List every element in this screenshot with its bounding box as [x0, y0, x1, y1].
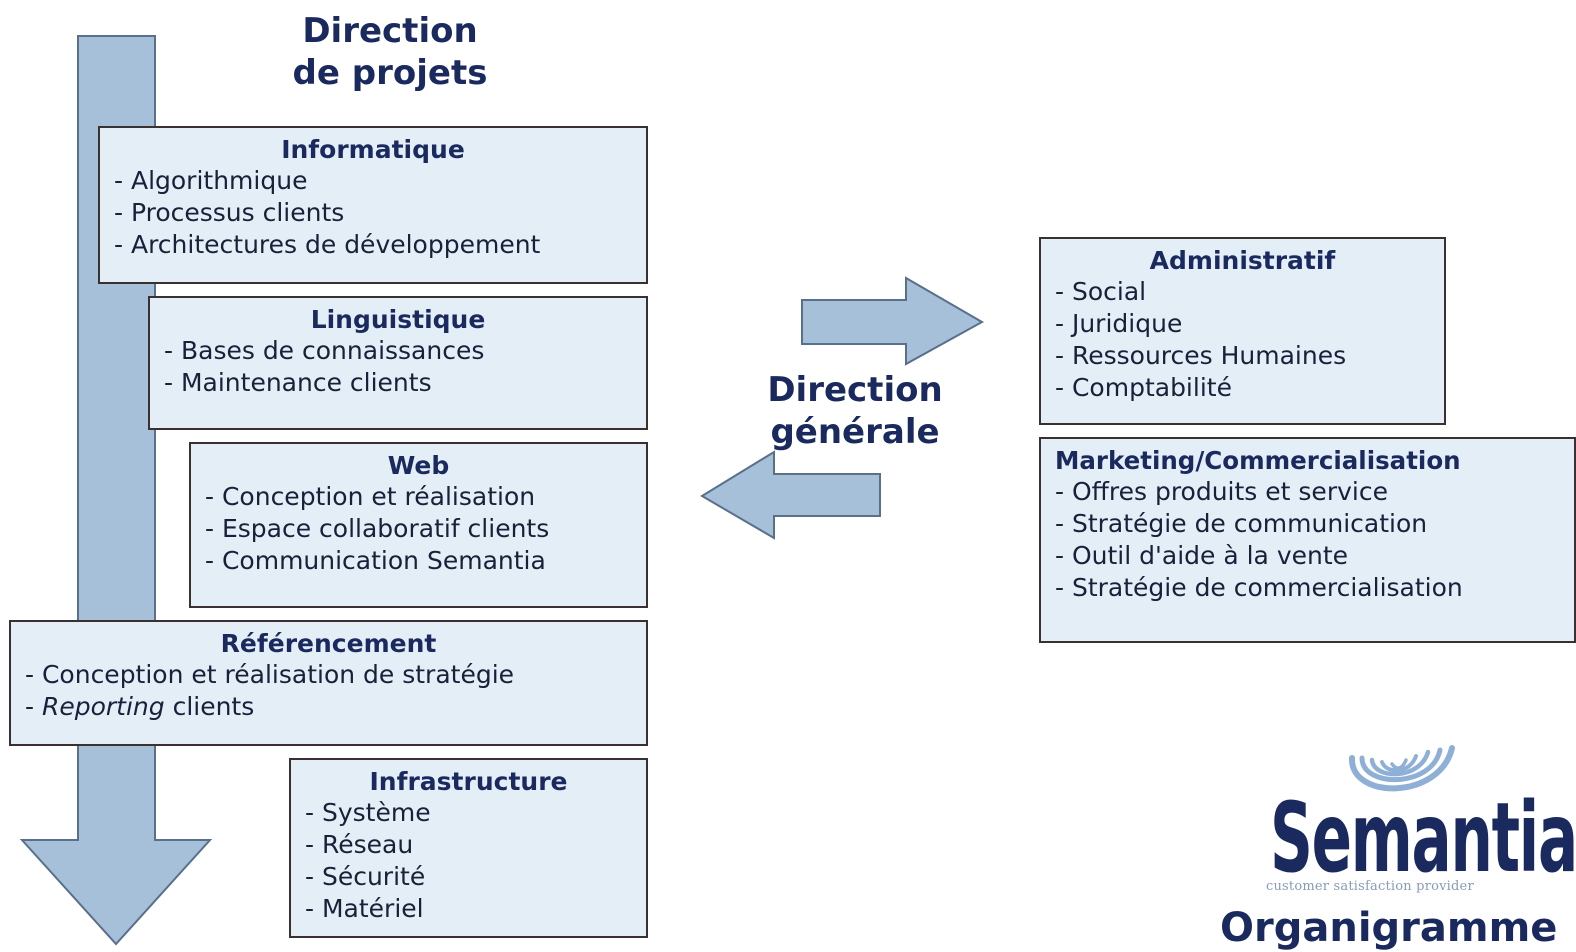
marketing-item: - Stratégie de communication: [1055, 509, 1428, 538]
administratif-box: Administratif - Social - Juridique - Res…: [1039, 237, 1446, 425]
informatique-item: - Processus clients: [114, 198, 345, 227]
informatique-item: - Architectures de développement: [114, 230, 541, 259]
web-item: - Communication Semantia: [205, 546, 546, 575]
infrastructure-item: - Matériel: [305, 894, 424, 923]
web-item: - Conception et réalisation: [205, 482, 536, 511]
linguistique-box: Linguistique - Bases de connaissances - …: [148, 296, 648, 430]
direction-generale-line1: Direction: [767, 370, 943, 410]
infrastructure-title: Infrastructure: [369, 767, 568, 796]
web-box: Web - Conception et réalisation - Espace…: [189, 442, 648, 608]
referencement-box: Référencement - Conception et réalisatio…: [9, 620, 648, 746]
informatique-item: - Algorithmique: [114, 166, 308, 195]
direction-projets-line1: Direction: [302, 11, 478, 51]
direction-generale-title: Direction générale: [730, 369, 980, 453]
right-arrow: [801, 276, 985, 366]
referencement-item: - Conception et réalisation de stratégie: [25, 660, 515, 689]
organigramme-title: Organigramme: [1220, 905, 1558, 951]
web-item: - Espace collaboratif clients: [205, 514, 550, 543]
linguistique-item: - Maintenance clients: [164, 368, 432, 397]
marketing-title: Marketing/Commercialisation: [1055, 446, 1461, 475]
reporting-prefix: -: [25, 692, 42, 721]
linguistique-title: Linguistique: [310, 305, 486, 334]
informatique-box: Informatique - Algorithmique - Processus…: [98, 126, 648, 284]
direction-projets-line2: de projets: [292, 53, 488, 93]
web-title: Web: [387, 451, 450, 480]
informatique-title: Informatique: [281, 135, 465, 164]
referencement-item-reporting: - Reporting clients: [25, 691, 646, 723]
linguistique-item: - Bases de connaissances: [164, 336, 485, 365]
marketing-box: Marketing/Commercialisation - Offres pro…: [1039, 437, 1576, 643]
marketing-item: - Offres produits et service: [1055, 477, 1388, 506]
administratif-title: Administratif: [1149, 246, 1336, 275]
left-arrow: [700, 450, 881, 540]
reporting-italic: Reporting: [41, 692, 165, 721]
administratif-item: - Juridique: [1055, 309, 1183, 338]
direction-projets-title: Direction de projets: [240, 10, 540, 94]
direction-generale-line2: générale: [770, 412, 940, 452]
infrastructure-item: - Sécurité: [305, 862, 426, 891]
infrastructure-box: Infrastructure - Système - Réseau - Sécu…: [289, 758, 648, 938]
semantia-tagline: customer satisfaction provider: [1266, 879, 1474, 894]
marketing-item: - Outil d'aide à la vente: [1055, 541, 1349, 570]
administratif-item: - Social: [1055, 277, 1147, 306]
administratif-item: - Comptabilité: [1055, 373, 1232, 402]
referencement-title: Référencement: [220, 629, 437, 658]
semantia-logo: Semantia: [1270, 782, 1576, 894]
infrastructure-item: - Système: [305, 798, 431, 827]
reporting-suffix: clients: [164, 692, 255, 721]
marketing-item: - Stratégie de commercialisation: [1055, 573, 1463, 602]
administratif-item: - Ressources Humaines: [1055, 341, 1347, 370]
infrastructure-item: - Réseau: [305, 830, 414, 859]
